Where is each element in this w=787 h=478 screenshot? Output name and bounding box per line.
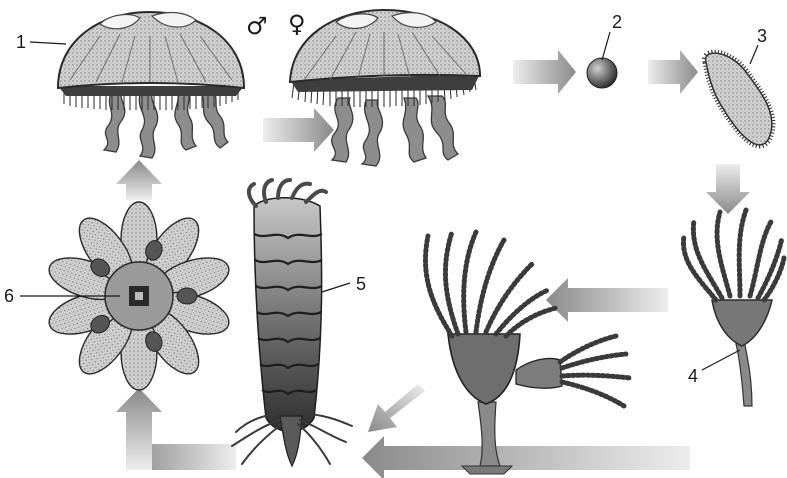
label-5: 5 [356, 274, 366, 294]
budding-polyp [425, 232, 630, 474]
arrow-egg-to-planula [513, 50, 576, 94]
male-medusa [58, 12, 244, 158]
label-6: 6 [4, 286, 14, 306]
arrow-to-ephyra [116, 388, 236, 470]
polyp-scyphistoma [683, 210, 784, 406]
egg [587, 58, 617, 88]
label-4: 4 [688, 366, 698, 386]
strobila [232, 180, 352, 466]
arrow-bottom-long [362, 436, 690, 478]
arrow-planula-to-polyp [648, 50, 698, 94]
arrow-medusa-to-egg [263, 108, 334, 152]
label-3: 3 [757, 26, 767, 46]
female-symbol: ♀ [288, 10, 306, 38]
label-1: 1 [16, 32, 26, 52]
male-symbol: ♂ [246, 12, 268, 40]
label-2: 2 [612, 12, 622, 32]
arrow-ephyra-to-medusa [116, 160, 162, 200]
arrow-planula-down [706, 164, 750, 214]
planula-larva [706, 53, 772, 145]
arrow-budding-to-strobila [368, 384, 425, 432]
arrow-polyp-to-budding [546, 278, 668, 322]
